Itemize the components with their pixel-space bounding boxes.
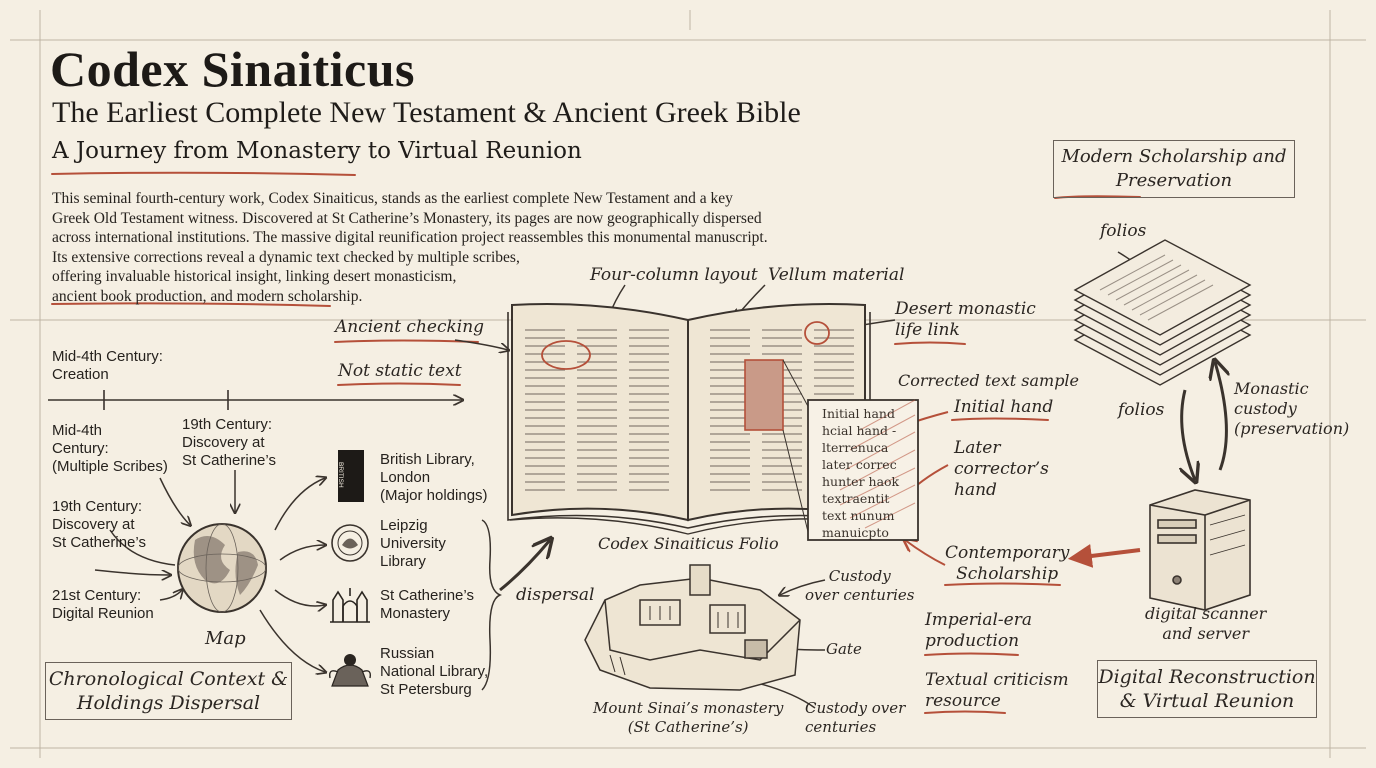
british-library-logo: BRITISH LIBRARY [330, 450, 364, 502]
holding-st-catherines: St Catherine’s Monastery [380, 587, 474, 622]
custody-top-label: Custody over centuries [805, 567, 915, 604]
leipzig-seal-icon [331, 524, 369, 562]
corrected-line: lterrenuca [822, 440, 889, 455]
corrected-text-lines: Initial hand hcial hand - lterrenuca lat… [822, 405, 899, 541]
russian-crest-icon [328, 654, 372, 687]
holding-british-library: British Library, London (Major holdings) [380, 451, 488, 504]
corrected-line: text nunum [822, 508, 895, 523]
corrected-sample-heading: Corrected text sample [898, 371, 1080, 390]
page-tagline: A Journey from Monastery to Virtual Reun… [52, 138, 582, 164]
monastery-caption: Mount Sinai’s monastery (St Catherine’s) [593, 699, 784, 736]
monastic-custody-label: Monastic custody (preservation) [1234, 379, 1350, 438]
ancient-checking-label: Ancient checking [335, 317, 485, 337]
modern-scholarship-box: Modern Scholarship and Preservation [1053, 140, 1295, 198]
imperial-production-label: Imperial-era production [925, 610, 1032, 651]
holding-russian-national-library: Russian National Library, St Petersburg [380, 645, 489, 698]
not-static-label: Not static text [338, 361, 462, 381]
corrected-line: textraentit [822, 491, 890, 506]
folio-caption: Codex Sinaiticus Folio [598, 534, 779, 553]
intro-paragraph: This seminal fourth-century work, Codex … [52, 190, 768, 305]
contemporary-scholarship-label: Contemporary Scholarship [945, 543, 1070, 584]
timeline-discovery-left-label: 19th Century: Discovery at St Catherine’… [52, 498, 146, 551]
digital-reconstruction-box: Digital Reconstruction & Virtual Reunion [1097, 660, 1317, 718]
corrected-line: later correc [822, 457, 897, 472]
gate-label: Gate [826, 640, 862, 658]
monastery-illustration [584, 564, 801, 691]
scanner-label: digital scanner and server [1145, 604, 1267, 643]
monastery-icon [330, 588, 370, 623]
desert-monastic-label: Desert monastic life link [895, 299, 1036, 340]
folio-stack-illustration [1073, 239, 1252, 386]
page-subtitle: The Earliest Complete New Testament & An… [52, 96, 801, 129]
dispersal-label: dispersal [516, 585, 595, 605]
four-column-label: Four-column layout [590, 265, 758, 285]
textual-criticism-label: Textual criticism resource [925, 670, 1069, 711]
timeline-scribes-label: Mid-4th Century: (Multiple Scribes) [52, 422, 168, 475]
later-corrector-label: Later corrector’s hand [954, 438, 1049, 500]
globe-illustration [177, 523, 267, 613]
folios-mid-label: folios [1118, 400, 1165, 420]
corrected-line: Initial hand [822, 406, 895, 421]
chronology-section-box: Chronological Context & Holdings Dispers… [45, 662, 292, 720]
custody-bottom-label: Custody over centuries [805, 699, 906, 736]
holding-leipzig: Leipzig University Library [380, 517, 446, 570]
folios-top-label: folios [1100, 221, 1147, 241]
timeline-reunion-label: 21st Century: Digital Reunion [52, 587, 154, 622]
timeline-discovery-top-label: 19th Century: Discovery at St Catherine’… [182, 416, 276, 469]
corrected-line: hunter haok [822, 474, 900, 489]
vellum-label: Vellum material [768, 265, 905, 285]
map-label: Map [205, 628, 246, 649]
timeline-creation-label: Mid-4th Century: Creation [52, 348, 163, 383]
corrected-line: manuicpto [822, 525, 889, 540]
server-illustration [1149, 489, 1251, 611]
corrected-line: hcial hand - [822, 423, 897, 438]
initial-hand-label: Initial hand [954, 397, 1054, 417]
page-title: Codex Sinaiticus [50, 41, 416, 97]
